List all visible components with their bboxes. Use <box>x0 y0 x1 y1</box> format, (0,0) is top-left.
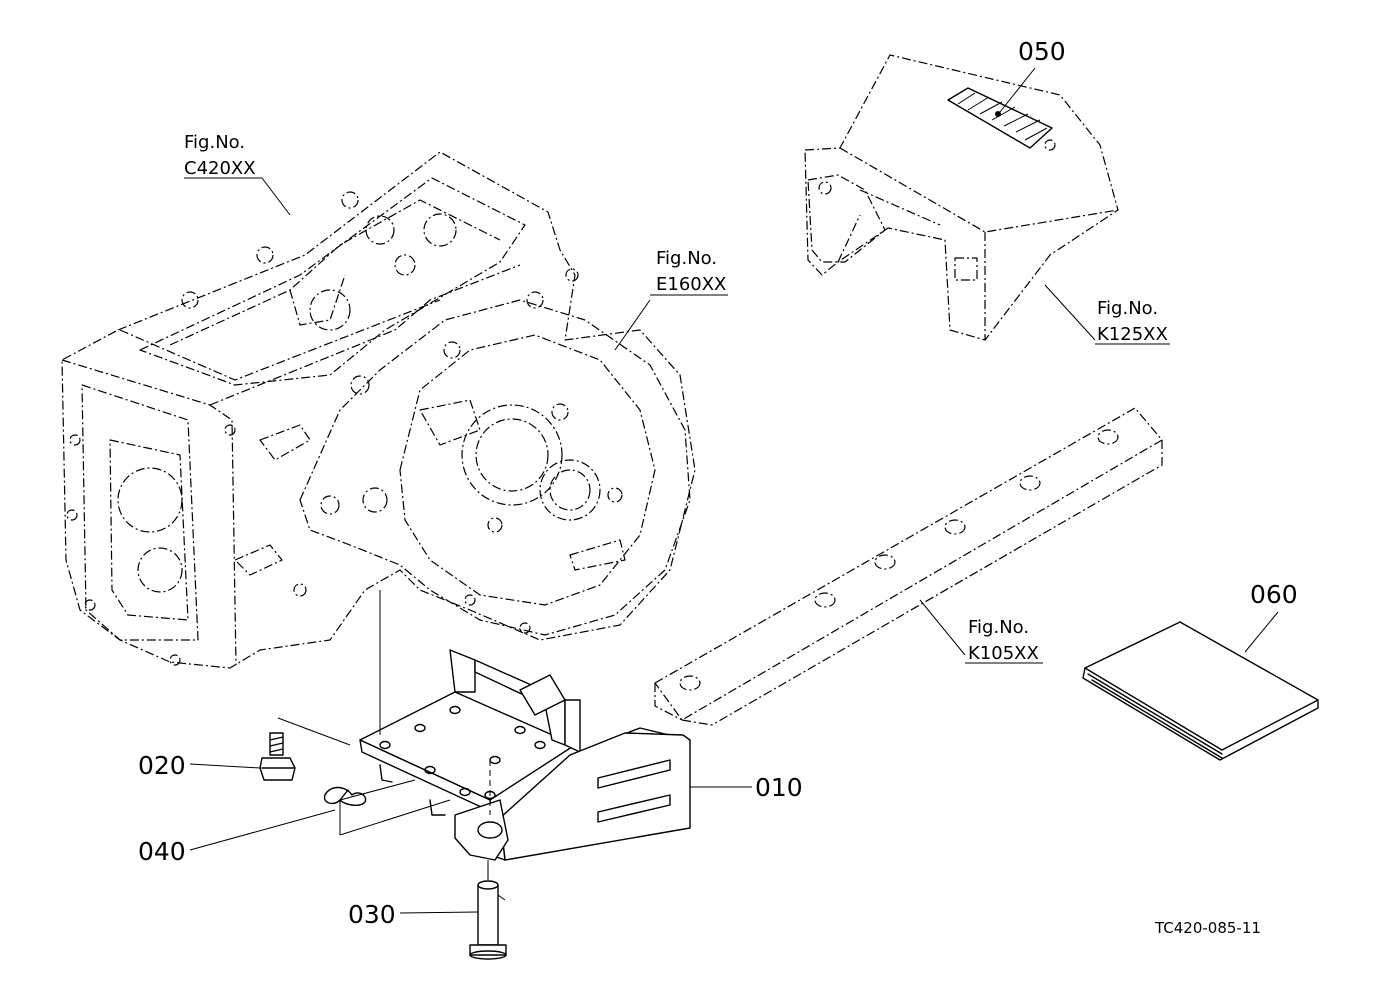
part-040-label: 040 <box>138 837 186 866</box>
part-060-label: 060 <box>1250 580 1298 609</box>
ref-k105xx-line2: K105XX <box>968 643 1039 664</box>
ref-c420xx-line1: Fig.No. <box>184 132 245 153</box>
drawing-code: TC420-085-11 <box>1154 919 1261 937</box>
part-030-label: 030 <box>348 900 396 929</box>
leader-k125xx <box>1044 284 1096 341</box>
ref-e160xx-line1: Fig.No. <box>656 248 717 269</box>
ref-k125xx-line1: Fig.No. <box>1097 298 1158 319</box>
bracket-010-drawing <box>277 590 691 861</box>
clutch-housing-drawing <box>299 268 691 636</box>
leader-030 <box>399 911 479 914</box>
leader-e160xx <box>614 299 651 351</box>
leader-020 <box>189 763 261 769</box>
part-020-label: 020 <box>138 751 186 780</box>
ref-k125xx-line2: K125XX <box>1097 324 1168 345</box>
transmission-case-drawing <box>61 151 696 669</box>
part-050-label: 050 <box>1018 37 1066 66</box>
leader-k105xx <box>919 599 966 656</box>
decal-050-drawing <box>947 67 1053 149</box>
ref-e160xx-line2: E160XX <box>656 274 726 295</box>
bolt-020-drawing <box>259 732 296 781</box>
manual-060-drawing <box>1082 611 1319 761</box>
part-010-label: 010 <box>755 773 803 802</box>
clip-040-drawing <box>323 786 367 807</box>
drawbar-drawing <box>654 407 1163 726</box>
leader-040 <box>189 809 336 851</box>
ref-c420xx-line2: C420XX <box>184 158 256 179</box>
leader-c420xx <box>261 177 291 216</box>
ref-k105xx-line1: Fig.No. <box>968 617 1029 638</box>
pin-030-drawing <box>469 860 507 960</box>
